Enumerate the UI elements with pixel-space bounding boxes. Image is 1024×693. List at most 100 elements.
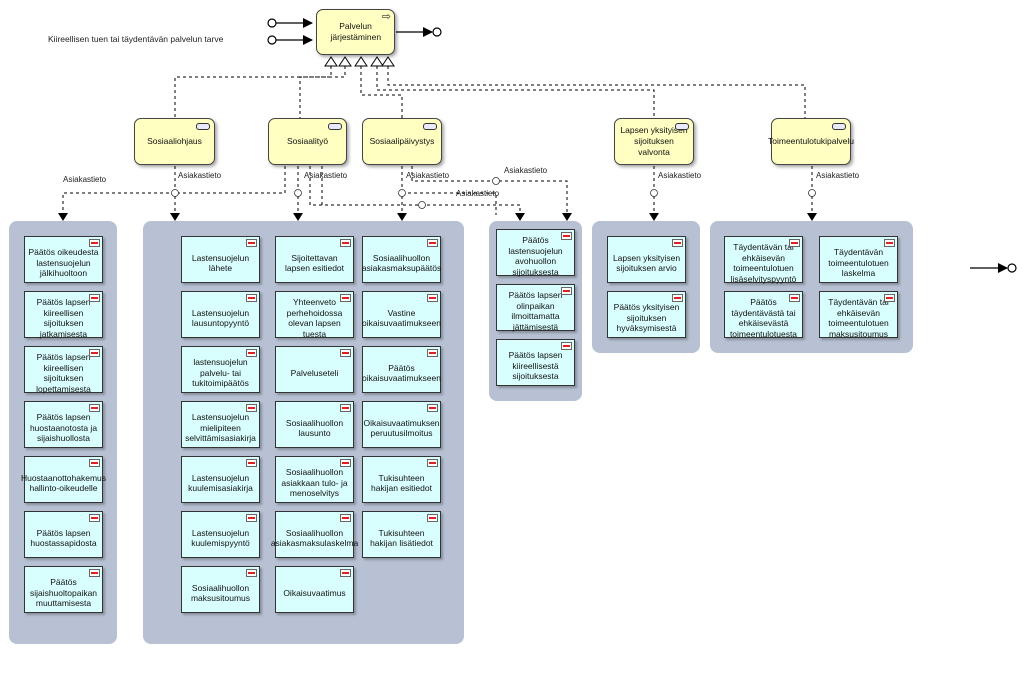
flow-label: Asiakastieto <box>658 171 702 180</box>
document-icon <box>561 287 572 295</box>
document-card[interactable]: Päätös sijaishuoltopaikan muuttamisesta <box>24 566 103 613</box>
junction-icons <box>171 177 816 209</box>
document-card[interactable]: Lastensuojelun lähete <box>181 236 260 283</box>
document-card[interactable]: Päätös lapsen huostassapidosta <box>24 511 103 558</box>
flow-label: Asiakastieto <box>63 175 107 184</box>
document-card[interactable]: Lapsen yksityisen sijoituksen arvio <box>607 236 686 283</box>
document-card[interactable]: Päätös lapsen kiireellisestä sijoitukses… <box>496 339 575 386</box>
document-card[interactable]: Päätös täydentävästä tai ehkäisevästä to… <box>724 291 803 339</box>
service-badge-icon <box>675 123 689 130</box>
flow-label: Asiakastieto <box>304 171 348 180</box>
main-process-label: Palvelun järjestäminen <box>330 21 382 42</box>
document-icon <box>427 239 438 247</box>
document-icon <box>789 294 800 302</box>
document-icon <box>340 349 351 357</box>
flow-label: Asiakastieto <box>504 166 548 175</box>
document-icon <box>89 294 100 302</box>
main-process-box[interactable]: ⇨ Palvelun järjestäminen <box>316 9 395 55</box>
service-badge-icon <box>423 123 437 130</box>
document-icon <box>789 239 800 247</box>
document-icon <box>340 294 351 302</box>
process-label: Sosiaaliohjaus <box>147 136 202 146</box>
document-icon <box>89 239 100 247</box>
document-card[interactable]: Sijoitettavan lapsen esitiedot <box>275 236 354 283</box>
document-card[interactable]: Vastine oikaisuvaatimukseen <box>362 291 441 338</box>
document-icon <box>246 294 257 302</box>
process-toimeentulotuki[interactable]: Toimeentulotukipalvelu <box>768 118 854 165</box>
document-card[interactable]: Täydentävän tai ehkäisevän toimeentulotu… <box>819 291 898 339</box>
document-icon <box>246 404 257 412</box>
document-icon <box>672 239 683 247</box>
document-card[interactable]: Päätös lastensuojelun avohuollon sijoitu… <box>496 229 575 277</box>
document-card[interactable]: Sosiaalihuollon asiakasmaksupäätös <box>362 236 441 283</box>
document-card[interactable]: Päätös lapsen olinpaikan ilmoittamatta j… <box>496 284 575 332</box>
document-card[interactable]: Täydentävän toimeentulotuen laskelma <box>819 236 898 283</box>
composition-triangles <box>324 56 395 67</box>
document-icon <box>427 514 438 522</box>
document-card[interactable]: Sosiaalihuollon asiakasmaksulaskelma <box>271 511 358 558</box>
document-card[interactable]: Huostaanottohakemus hallinto-oikeudelle <box>21 456 106 503</box>
process-label: Sosiaalipäivystys <box>369 136 435 146</box>
document-card[interactable]: Tukisuhteen hakijan lisätiedot <box>362 511 441 558</box>
input-connectors <box>267 18 1017 273</box>
flow-label: Asiakastieto <box>178 171 222 180</box>
document-icon <box>89 459 100 467</box>
document-card[interactable]: Lastensuojelun mielipiteen selvittämisas… <box>181 401 260 448</box>
process-sosiaalipaivystys[interactable]: Sosiaalipäivystys <box>362 118 442 165</box>
service-badge-icon <box>328 123 342 130</box>
process-label: Lapsen yksityisen sijoituksen valvonta <box>620 125 688 157</box>
document-card[interactable]: lastensuojelun palvelu- tai tukitoimipää… <box>181 346 260 393</box>
process-label: Sosiaalityö <box>286 136 329 146</box>
document-card[interactable]: Sosiaalihuollon maksusitoumus <box>181 566 260 613</box>
document-card[interactable]: Päätös lapsen huostaanotosta ja sijaishu… <box>24 401 103 448</box>
document-icon <box>884 239 895 247</box>
document-icon <box>561 232 572 240</box>
flow-label: Asiakastieto <box>456 189 500 198</box>
document-card[interactable]: Päätös yksityisen sijoituksen hyväksymis… <box>607 291 686 338</box>
diagram-heading: Kiireellisen tuen tai täydentävän palvel… <box>48 34 224 44</box>
process-sosiaalityo[interactable]: Sosiaalityö <box>268 118 347 165</box>
document-card[interactable]: Yhteenveto perhehoidossa olevan lapsen t… <box>275 291 354 339</box>
document-card[interactable]: Päätös oikeudesta lastensuojelun jälkihu… <box>24 236 103 283</box>
document-icon <box>427 294 438 302</box>
document-icon <box>884 294 895 302</box>
document-card[interactable]: Sosiaalihuollon asiakkaan tulo- ja menos… <box>275 456 354 503</box>
document-icon <box>89 404 100 412</box>
document-icon <box>246 239 257 247</box>
document-icon <box>246 459 257 467</box>
document-card[interactable]: Päätös lapsen kiireellisen sijoituksen l… <box>24 346 103 394</box>
document-icon <box>246 569 257 577</box>
service-badge-icon <box>832 123 846 130</box>
document-card[interactable]: Oikaisuvaatimus <box>275 566 354 613</box>
document-icon <box>340 514 351 522</box>
process-yksityinen-sijoitus[interactable]: Lapsen yksityisen sijoituksen valvonta <box>614 118 694 165</box>
flow-arrowheads <box>58 213 817 221</box>
document-card[interactable]: Lastensuojelun lausuntopyyntö <box>181 291 260 338</box>
document-icon <box>340 459 351 467</box>
flow-label: Asiakastieto <box>816 171 860 180</box>
document-icon <box>427 459 438 467</box>
document-icon <box>89 514 100 522</box>
document-card[interactable]: Päätös oikaisuvaatimukseen <box>362 346 441 393</box>
document-card[interactable]: Tukisuhteen hakijan esitiedot <box>362 456 441 503</box>
service-badge-icon <box>196 123 210 130</box>
document-card[interactable]: Sosiaalihuollon lausunto <box>275 401 354 448</box>
document-card[interactable]: Täydentävän tai ehkäisevän toimeentulotu… <box>724 236 803 284</box>
process-arrow-icon: ⇨ <box>381 11 391 23</box>
document-card[interactable]: Päätös lapsen kiireellisen sijoituksen j… <box>24 291 103 339</box>
document-card[interactable]: Palveluseteli <box>275 346 354 393</box>
document-icon <box>561 342 572 350</box>
process-label: Toimeentulotukipalvelu <box>768 136 854 146</box>
document-icon <box>246 349 257 357</box>
decomposition-lines <box>174 66 806 118</box>
document-card[interactable]: Lastensuojelun kuulemispyyntö <box>181 511 260 558</box>
process-sosiaaliohjaus[interactable]: Sosiaaliohjaus <box>134 118 215 165</box>
document-icon <box>89 569 100 577</box>
document-icon <box>89 349 100 357</box>
document-icon <box>340 569 351 577</box>
document-card[interactable]: Oikaisuvaatimuksen peruutusilmoitus <box>362 401 441 448</box>
flow-label: Asiakastieto <box>406 171 450 180</box>
document-card[interactable]: Lastensuojelun kuulemisasiakirja <box>181 456 260 503</box>
document-icon <box>672 294 683 302</box>
document-icon <box>340 239 351 247</box>
